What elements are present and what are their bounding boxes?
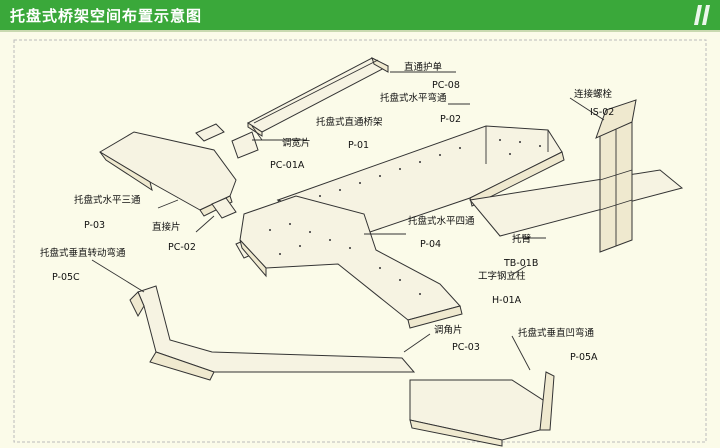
label-p05a-name: 托盘式垂直凹弯通 <box>518 327 595 339</box>
decorative-stripes-icon <box>694 5 710 25</box>
title-bar: 托盘式桥架空间布置示意图 <box>0 0 720 30</box>
label-pc08-name: 直通护单 <box>404 61 443 73</box>
label-is02-name: 连接螺栓 <box>574 88 613 100</box>
label-p02-code: P-02 <box>440 114 461 125</box>
label-p01-name: 托盘式直通桥架 <box>316 116 383 128</box>
label-p04-code: P-04 <box>420 239 441 250</box>
cross-perforation-dots <box>269 223 421 295</box>
label-p02-name: 托盘式水平弯通 <box>380 92 447 104</box>
leader-lines <box>91 71 605 371</box>
label-p03-code: P-03 <box>84 220 105 231</box>
straight-cover-part <box>247 57 390 137</box>
label-pc08-code: PC-08 <box>432 80 460 91</box>
vertical-rotating-elbow-part <box>129 285 416 381</box>
page-title: 托盘式桥架空间布置示意图 <box>10 7 203 25</box>
label-p05a-code: P-05A <box>570 352 598 363</box>
label-pc02-name: 直接片 <box>152 221 181 233</box>
label-tb01b-name: 托臂 <box>512 233 532 245</box>
label-p05c-code: P-05C <box>52 272 80 283</box>
label-pc03-code: PC-03 <box>452 342 480 353</box>
horizontal-cross-part <box>239 195 463 329</box>
label-p04-name: 托盘式水平四通 <box>408 215 475 227</box>
label-pc03-name: 调角片 <box>434 324 463 336</box>
dashed-border <box>13 39 707 443</box>
label-pc01a-name: 调宽片 <box>282 137 311 149</box>
reducer-plate-part <box>195 123 259 159</box>
support-arm-and-column <box>469 99 684 253</box>
title-separator <box>0 30 720 32</box>
label-h01a-code: H-01A <box>492 295 522 306</box>
label-pc02-code: PC-02 <box>168 242 196 253</box>
tray-perforation-dots <box>319 139 541 197</box>
label-p05c-name: 托盘式垂直转动弯通 <box>40 247 126 259</box>
label-is02-code: IS-02 <box>590 107 614 118</box>
part-labels: 直通护单 PC-08 托盘式水平弯通 P-02 连接螺栓 IS-02 托盘式直通… <box>40 61 614 363</box>
label-tb01b-code: TB-01B <box>503 258 538 269</box>
label-p03-name: 托盘式水平三通 <box>74 194 141 206</box>
label-pc01a-code: PC-01A <box>270 160 305 171</box>
vertical-concave-elbow-part <box>409 371 555 447</box>
label-p01-code: P-01 <box>348 140 369 151</box>
label-h01a-name: 工字钢立柱 <box>478 270 526 282</box>
